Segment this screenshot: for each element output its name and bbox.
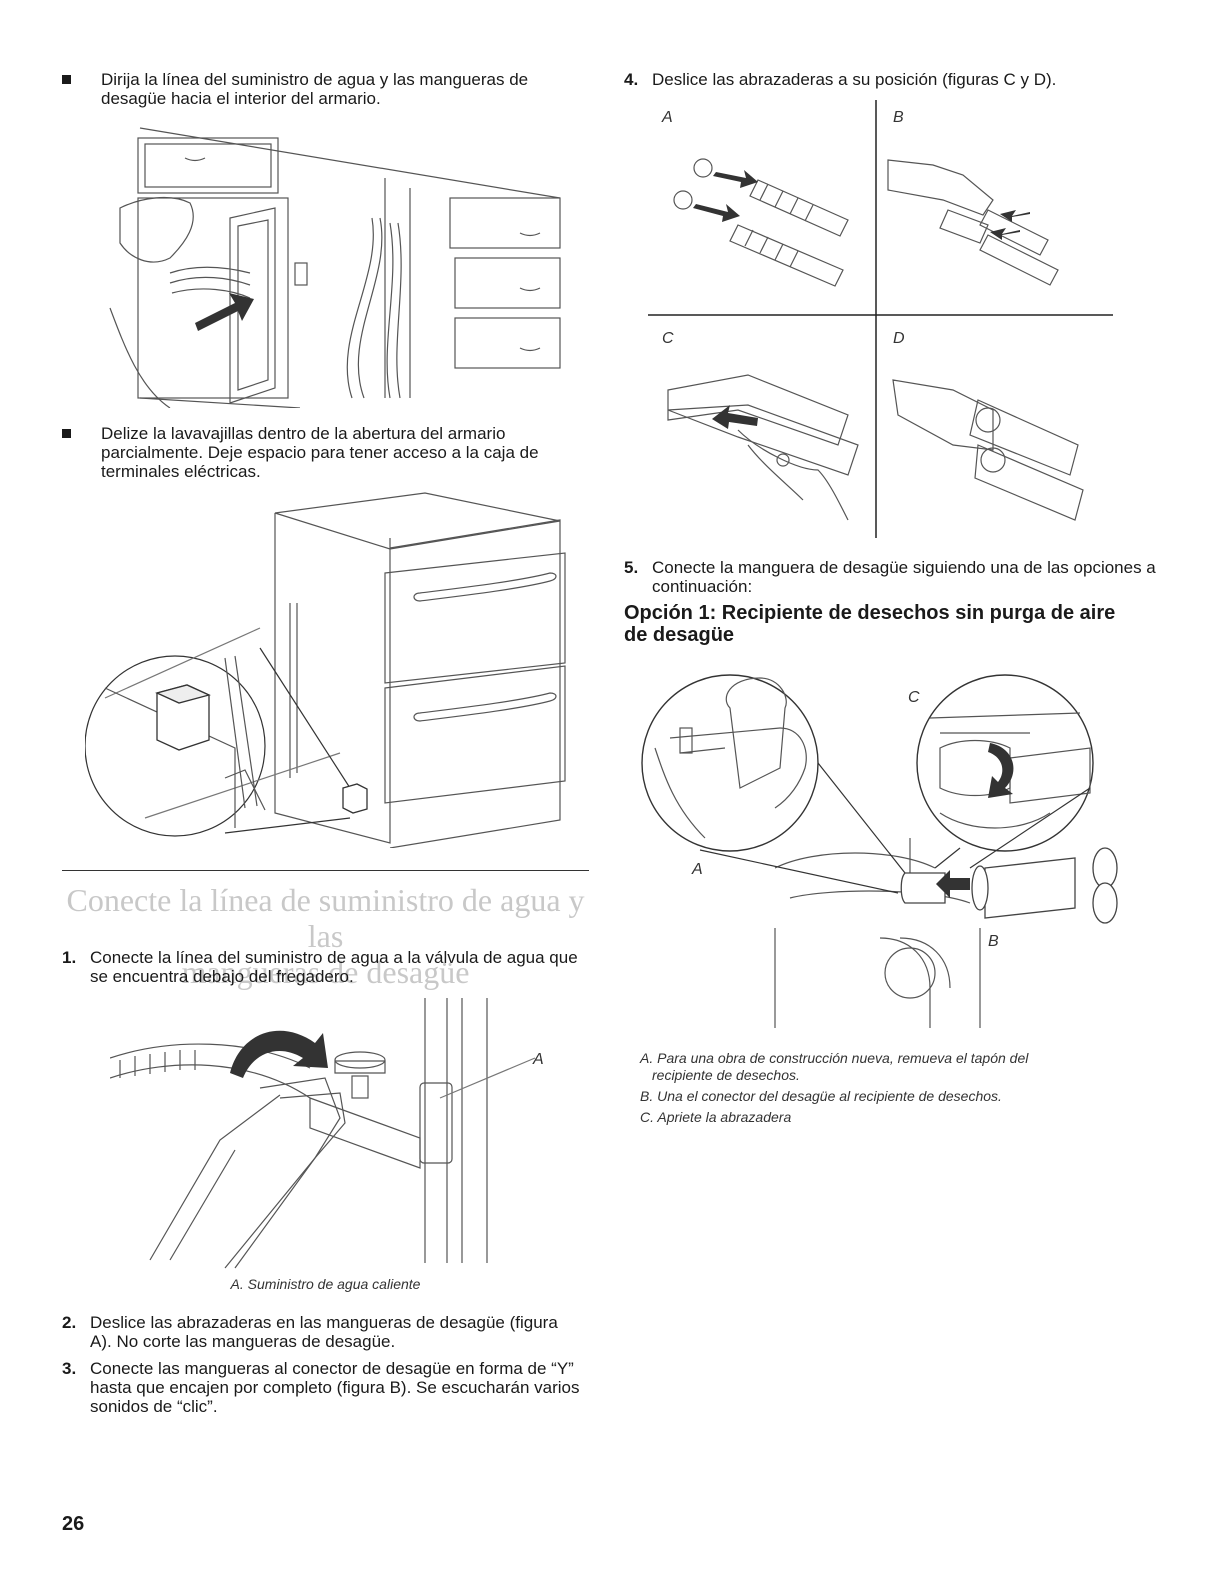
option-1-heading: Opción 1: Recipiente de desechos sin pur…	[624, 602, 1116, 646]
bullet-text: Dirija la línea del suministro de agua y…	[101, 70, 529, 108]
callout-label-a: A	[532, 1051, 544, 1068]
step-number: 3.	[62, 1359, 77, 1378]
page-number: 26	[62, 1513, 85, 1535]
caption-c: C. Apriete la abrazadera	[640, 1109, 792, 1125]
step-text: Deslice las abrazaderas a su posición (f…	[652, 70, 1057, 89]
step-1: 1. Conecte la línea del suministro de ag…	[62, 948, 582, 986]
bullet-icon	[62, 429, 71, 438]
caption-a: A. Para una obra de construcción nueva, …	[640, 1050, 1029, 1083]
step-number: 5.	[624, 558, 639, 577]
step-text: Deslice las abrazaderas en las mangueras…	[90, 1313, 558, 1351]
figure-dishwasher-junction-box	[85, 488, 595, 848]
section-title-line-2: mangueras de desagüe	[181, 954, 470, 990]
bullet-item-route-hoses: Dirija la línea del suministro de agua y…	[62, 70, 562, 108]
step-5: 5. Conecte la manguera de desagüe siguie…	[624, 558, 1184, 596]
figure-clamp-grid: A B C D	[648, 100, 1118, 540]
grid-label-b: B	[893, 109, 904, 126]
step-text: Conecte la línea del suministro de agua …	[90, 948, 578, 986]
bullet-icon	[62, 75, 71, 84]
step-number: 4.	[624, 70, 639, 89]
grid-label-a: A	[661, 109, 673, 126]
section-title: Conecte la línea de suministro de agua y…	[62, 882, 589, 990]
callout-label-c: C	[908, 689, 920, 706]
callout-label-a: A	[691, 861, 703, 878]
grid-label-c: C	[662, 330, 674, 347]
step-2: 2. Deslice las abrazaderas en las mangue…	[62, 1313, 582, 1351]
bullet-item-slide-dishwasher: Delize la lavavajillas dentro de la aber…	[62, 424, 562, 481]
step-4: 4. Deslice las abrazaderas a su posición…	[624, 70, 1184, 89]
step-number: 2.	[62, 1313, 77, 1332]
section-title-line-1: Conecte la línea de suministro de agua y…	[66, 882, 585, 954]
figure-cabinet-hoses	[100, 118, 590, 408]
step-text: Conecte la manguera de desagüe siguiendo…	[652, 558, 1156, 596]
callout-label-b: B	[988, 933, 999, 950]
section-divider	[62, 870, 589, 871]
bullet-text: Delize la lavavajillas dentro de la aber…	[101, 424, 539, 481]
figure-waste-disposer: C A B	[640, 668, 1160, 1030]
step-number: 1.	[62, 948, 77, 967]
figure-caption: A. Suministro de agua caliente	[230, 1276, 421, 1292]
caption-b: B. Una el conector del desagüe al recipi…	[640, 1088, 1002, 1104]
step-3: 3. Conecte las mangueras al conector de …	[62, 1359, 587, 1416]
step-text: Conecte las mangueras al conector de des…	[90, 1359, 580, 1416]
figure-valve-wrench: A	[110, 998, 550, 1270]
figure-captions: A. Para una obra de construcción nueva, …	[640, 1050, 1090, 1126]
grid-label-d: D	[893, 330, 905, 347]
